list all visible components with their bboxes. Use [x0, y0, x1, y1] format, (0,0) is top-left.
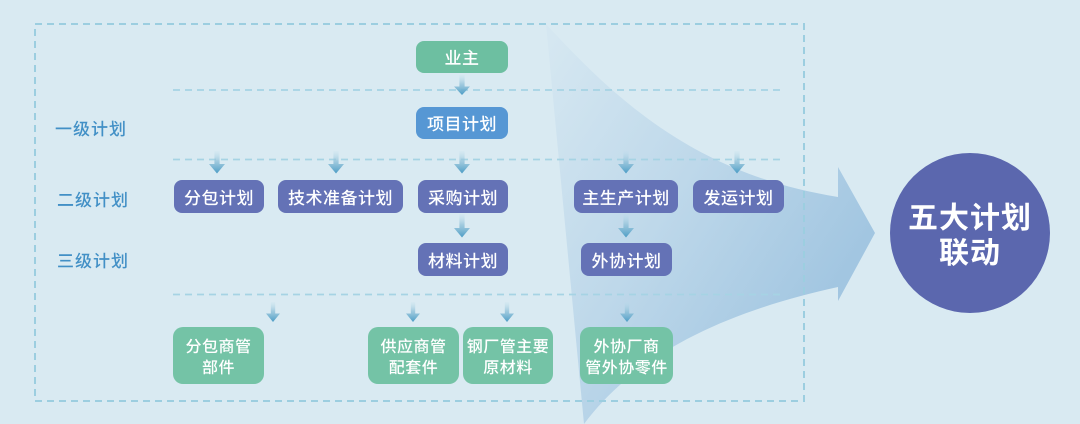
- arrow-to-production: [618, 151, 635, 174]
- arrow-to-supplier-4: [620, 302, 634, 322]
- row-label-level3: 三级计划: [57, 247, 129, 272]
- node-supplier-outsourcing-factory[interactable]: 外协厂商 管外协零件: [580, 327, 673, 384]
- arrow-to-material: [454, 214, 470, 238]
- supplier-line1: 分包商管: [185, 332, 252, 357]
- arrow-to-outsourcing: [618, 214, 635, 238]
- arrow-to-supplier-3: [500, 302, 514, 322]
- arrow-to-tech-prep: [328, 151, 344, 174]
- arrow-owner-to-project: [454, 75, 470, 95]
- row-separator-lines: [173, 89, 785, 296]
- node-tech-prep-plan[interactable]: 技术准备计划: [278, 180, 403, 213]
- row-label-level2: 二级计划: [57, 186, 129, 211]
- node-outsourcing-plan[interactable]: 外协计划: [581, 243, 672, 276]
- node-material-plan[interactable]: 材料计划: [418, 243, 508, 276]
- supplier-line2: 部件: [201, 353, 235, 378]
- supplier-line1: 供应商管: [380, 332, 447, 357]
- node-owner[interactable]: 业主: [416, 41, 508, 73]
- supplier-line2: 管外协零件: [585, 353, 668, 378]
- node-supplier-steel-mill[interactable]: 钢厂管主要 原材料: [463, 327, 553, 384]
- arrow-to-shipping: [729, 151, 746, 174]
- summary-line1: 五大计划: [908, 193, 1032, 237]
- node-production-plan[interactable]: 主生产计划: [574, 180, 678, 213]
- node-subcontract-plan[interactable]: 分包计划: [174, 180, 264, 213]
- arrow-to-procurement: [454, 151, 470, 174]
- node-procurement-plan[interactable]: 采购计划: [418, 180, 508, 213]
- node-project-plan[interactable]: 项目计划: [416, 107, 508, 139]
- supplier-line2: 配套件: [388, 353, 439, 378]
- arrow-to-subcontract: [208, 151, 225, 174]
- node-shipping-plan[interactable]: 发运计划: [693, 180, 784, 213]
- arrow-to-supplier-1: [265, 302, 280, 322]
- supplier-line2: 原材料: [483, 353, 533, 378]
- supplier-line1: 钢厂管主要: [466, 332, 550, 357]
- flow-arrows: [208, 75, 746, 322]
- arrow-to-supplier-2: [405, 302, 420, 322]
- row-label-level1: 一级计划: [55, 115, 127, 140]
- supplier-line1: 外协厂商: [593, 332, 660, 357]
- node-supplier-vendor[interactable]: 供应商管 配套件: [368, 327, 459, 384]
- node-supplier-subcontractor[interactable]: 分包商管 部件: [173, 327, 264, 384]
- summary-circle[interactable]: 五大计划 联动: [890, 153, 1050, 313]
- dashed-border: [34, 23, 805, 402]
- swoosh-arrow: [546, 24, 875, 424]
- summary-line2: 联动: [939, 228, 1001, 272]
